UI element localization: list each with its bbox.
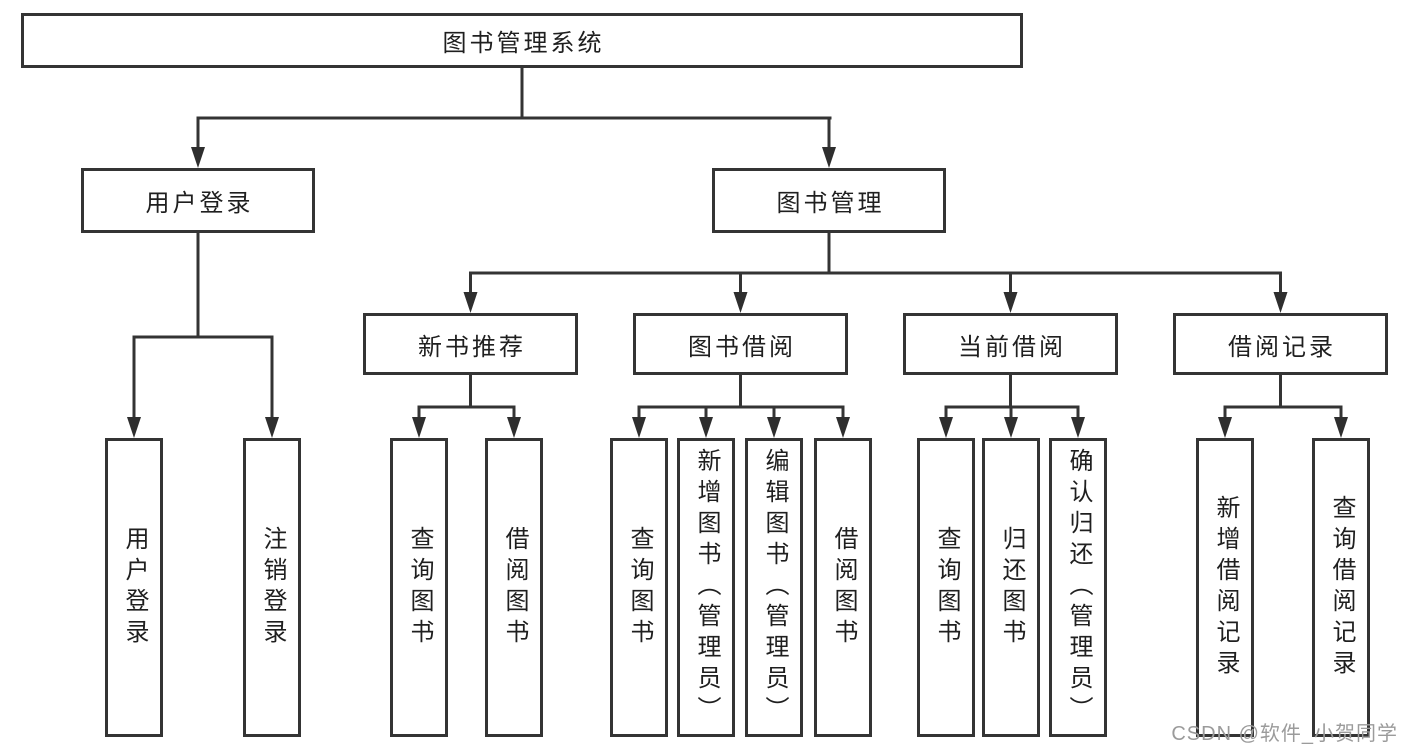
leaf-borrow-books-recommend: 借阅图书: [485, 438, 543, 737]
node-book-borrowing: 图书借阅: [633, 313, 848, 375]
node-book-management: 图书管理: [712, 168, 946, 233]
leaf-query-books-recommend: 查询图书: [390, 438, 448, 737]
leaf-query-books-current: 查询图书: [917, 438, 975, 737]
node-borrowing-records: 借阅记录: [1173, 313, 1388, 375]
leaf-add-borrow-record: 新增借阅记录: [1196, 438, 1254, 737]
leaf-user-login: 用户登录: [105, 438, 163, 737]
leaf-return-books: 归还图书: [982, 438, 1040, 737]
leaf-add-book-admin: 新增图书（管理员）: [677, 438, 735, 737]
node-user-login: 用户登录: [81, 168, 315, 233]
csdn-watermark: CSDN @软件_小贺同学: [1171, 723, 1398, 745]
leaf-query-books-borrowing: 查询图书: [610, 438, 668, 737]
node-current-borrowing: 当前借阅: [903, 313, 1118, 375]
leaf-query-borrow-record: 查询借阅记录: [1312, 438, 1370, 737]
leaf-edit-book-admin: 编辑图书（管理员）: [745, 438, 803, 737]
leaf-borrow-books: 借阅图书: [814, 438, 872, 737]
node-library-management-system: 图书管理系统: [21, 13, 1023, 68]
leaf-logout: 注销登录: [243, 438, 301, 737]
leaf-confirm-return-admin: 确认归还（管理员）: [1049, 438, 1107, 737]
arrowheads: [127, 147, 1348, 438]
node-new-book-recommendation: 新书推荐: [363, 313, 578, 375]
